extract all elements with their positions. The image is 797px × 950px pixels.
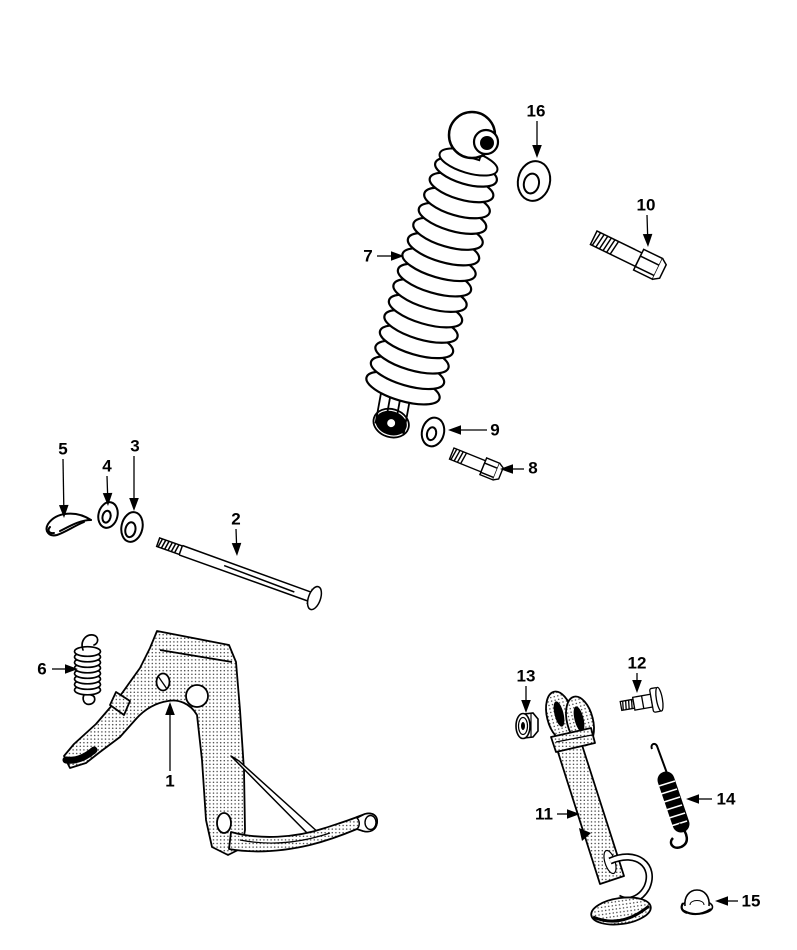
pivot-bolt-drawing bbox=[619, 686, 664, 713]
washer-4-drawing bbox=[97, 501, 119, 529]
arrowhead bbox=[58, 504, 69, 518]
side-stand-spring-drawing bbox=[650, 742, 690, 849]
callout-3-washer: 3 bbox=[129, 437, 140, 511]
callout-label-7: 7 bbox=[363, 247, 372, 266]
callout-1-center-stand: 1 bbox=[165, 702, 175, 791]
callout-label-15: 15 bbox=[742, 892, 761, 911]
callout-2-pivot-shaft: 2 bbox=[231, 510, 242, 556]
arrowhead bbox=[102, 492, 113, 506]
leader-line bbox=[106, 475, 109, 494]
callout-label-13: 13 bbox=[517, 667, 536, 686]
arrowhead bbox=[129, 498, 139, 511]
side-stand-drawing bbox=[545, 690, 653, 926]
leader-line bbox=[235, 528, 238, 544]
callout-label-4: 4 bbox=[102, 457, 112, 476]
callout-label-3: 3 bbox=[130, 437, 139, 456]
pivot-shaft-drawing bbox=[155, 536, 323, 611]
callout-label-6: 6 bbox=[37, 660, 46, 679]
callout-5-cotter-clip: 5 bbox=[58, 440, 69, 518]
arrowhead bbox=[231, 542, 242, 556]
callout-13-nut: 13 bbox=[517, 667, 536, 713]
callout-label-9: 9 bbox=[490, 421, 499, 440]
callout-12-pivot-bolt: 12 bbox=[628, 654, 647, 693]
callout-label-14: 14 bbox=[717, 790, 736, 809]
leader-line bbox=[646, 214, 649, 235]
arrowhead bbox=[642, 233, 653, 247]
center-stand-spring-drawing bbox=[73, 634, 102, 706]
callout-11-side-stand: 11 bbox=[535, 805, 580, 824]
arrowhead bbox=[567, 809, 580, 819]
callout-8-bolt: 8 bbox=[500, 459, 538, 478]
nut-drawing bbox=[515, 712, 539, 740]
arrowhead bbox=[165, 702, 175, 715]
bolt-10-drawing bbox=[589, 229, 668, 281]
callout-label-10: 10 bbox=[637, 196, 656, 215]
cotter-clip-drawing bbox=[45, 512, 92, 537]
callout-label-1: 1 bbox=[165, 772, 174, 791]
arrowhead bbox=[686, 794, 699, 804]
callout-6-center-stand-spring: 6 bbox=[37, 660, 78, 679]
washer-16-drawing bbox=[516, 160, 552, 202]
callout-4-washer: 4 bbox=[102, 457, 113, 506]
arrowhead bbox=[632, 680, 642, 693]
callout-label-12: 12 bbox=[628, 654, 647, 673]
callout-label-11: 11 bbox=[535, 805, 553, 824]
arrowhead bbox=[521, 700, 531, 713]
arrowhead bbox=[391, 251, 404, 261]
rubber-cap-drawing bbox=[680, 889, 714, 916]
callout-label-8: 8 bbox=[528, 459, 537, 478]
arrowhead bbox=[65, 664, 78, 674]
shock-absorber-drawing bbox=[365, 110, 500, 439]
arrowhead bbox=[532, 145, 542, 158]
arrowhead bbox=[715, 896, 728, 906]
callout-10-bolt: 10 bbox=[637, 196, 656, 247]
leader-line bbox=[62, 458, 65, 506]
arrowhead bbox=[448, 425, 461, 435]
arrowhead bbox=[500, 464, 513, 474]
callout-14-side-stand-spring: 14 bbox=[686, 790, 736, 809]
callout-label-16: 16 bbox=[527, 102, 546, 121]
bolt-8-drawing bbox=[448, 447, 504, 481]
callout-7-shock-absorber: 7 bbox=[363, 247, 404, 266]
washer-9-drawing bbox=[420, 416, 446, 448]
callout-16-washer: 16 bbox=[527, 102, 546, 158]
callout-9-washer: 9 bbox=[448, 421, 500, 440]
washer-3-drawing bbox=[120, 511, 144, 543]
callout-15-rubber-cap: 15 bbox=[715, 892, 760, 911]
center-stand-drawing bbox=[62, 630, 378, 856]
callout-label-5: 5 bbox=[58, 440, 67, 459]
callout-label-2: 2 bbox=[231, 510, 240, 529]
